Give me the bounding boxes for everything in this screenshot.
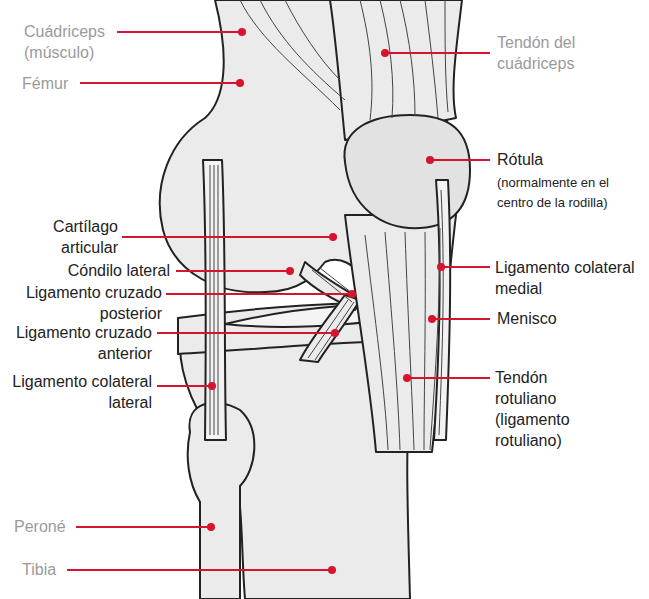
part-label: Ligamento cruzado anterior [2,322,152,364]
part-label: Cóndilo lateral [68,260,170,281]
part-label: Fémur [22,73,68,94]
part-label: Tendón rotuliano (ligamento rotuliano) [495,367,607,451]
part-label: Peroné [14,516,66,537]
part-label: Cuádriceps (músculo) [24,21,124,63]
part-label: Tibia [22,559,56,580]
part-label: Rótula [497,149,543,170]
part-label: (normalmente en el centro de la rodilla) [497,173,639,213]
part-label: Cartílago articular [6,216,118,258]
part-label: Menisco [497,308,557,329]
part-label: Tendón del cuádriceps [497,32,597,74]
part-label: Ligamento cruzado posterior [4,282,162,324]
part-label: Ligamento colateral medial [495,257,647,299]
part-label: Ligamento colateral lateral [0,371,152,413]
